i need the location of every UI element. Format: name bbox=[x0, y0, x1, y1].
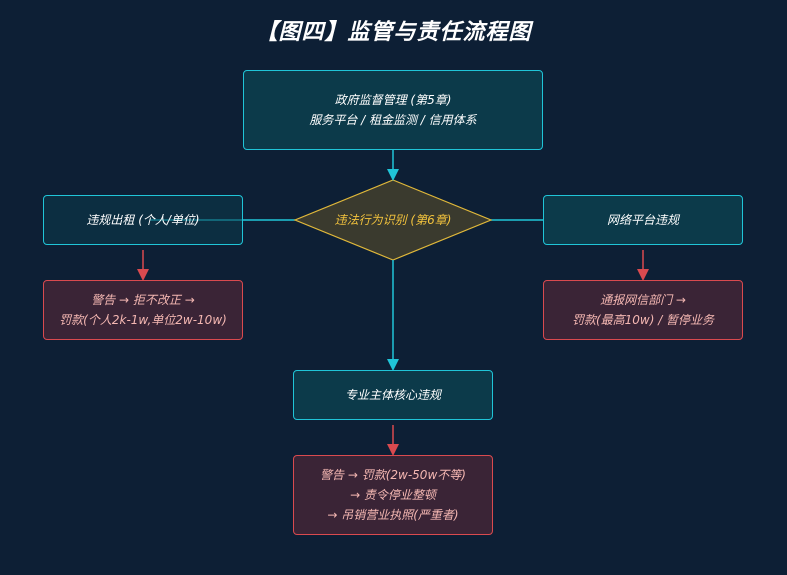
node-penalty-rent: 警告 → 拒不改正 → 罚款(个人2k-1w,单位2w-10w) bbox=[43, 280, 243, 340]
node-online-platform: 网络平台违规 bbox=[543, 195, 743, 245]
penalty-platform-line2: 罚款(最高10w) / 暂停业务 bbox=[571, 313, 715, 327]
core-violation-label: 专业主体核心违规 bbox=[344, 388, 441, 402]
node-core-violation: 专业主体核心违规 bbox=[293, 370, 493, 420]
penalty-platform-line1: 通报网信部门 → bbox=[600, 293, 686, 307]
penalty-core-line3: → 吊销营业执照(严重者) bbox=[327, 508, 459, 522]
node-illegal-rent: 违规出租 (个人/单位) bbox=[43, 195, 243, 245]
node-penalty-platform: 通报网信部门 → 罚款(最高10w) / 暂停业务 bbox=[543, 280, 743, 340]
page-title: 【图四】监管与责任流程图 bbox=[255, 20, 532, 45]
identify-label: 违法行为识别 (第6章) bbox=[334, 213, 452, 227]
node-gov-supervision: 政府监督管理 (第5章) 服务平台 / 租金监测 / 信用体系 bbox=[243, 70, 543, 150]
penalty-core-line1: 警告 → 罚款(2w-50w不等) bbox=[320, 468, 466, 482]
gov-line1: 政府监督管理 (第5章) bbox=[334, 93, 452, 107]
online-platform-label: 网络平台违规 bbox=[606, 213, 679, 227]
penalty-rent-line1: 警告 → 拒不改正 → bbox=[91, 293, 195, 307]
gov-line2: 服务平台 / 租金监测 / 信用体系 bbox=[309, 113, 477, 127]
node-penalty-core: 警告 → 罚款(2w-50w不等) → 责令停业整顿 → 吊销营业执照(严重者) bbox=[293, 455, 493, 535]
penalty-rent-line2: 罚款(个人2k-1w,单位2w-10w) bbox=[59, 313, 227, 327]
penalty-core-line2: → 责令停业整顿 bbox=[350, 488, 436, 502]
illegal-rent-label: 违规出租 (个人/单位) bbox=[86, 213, 200, 227]
